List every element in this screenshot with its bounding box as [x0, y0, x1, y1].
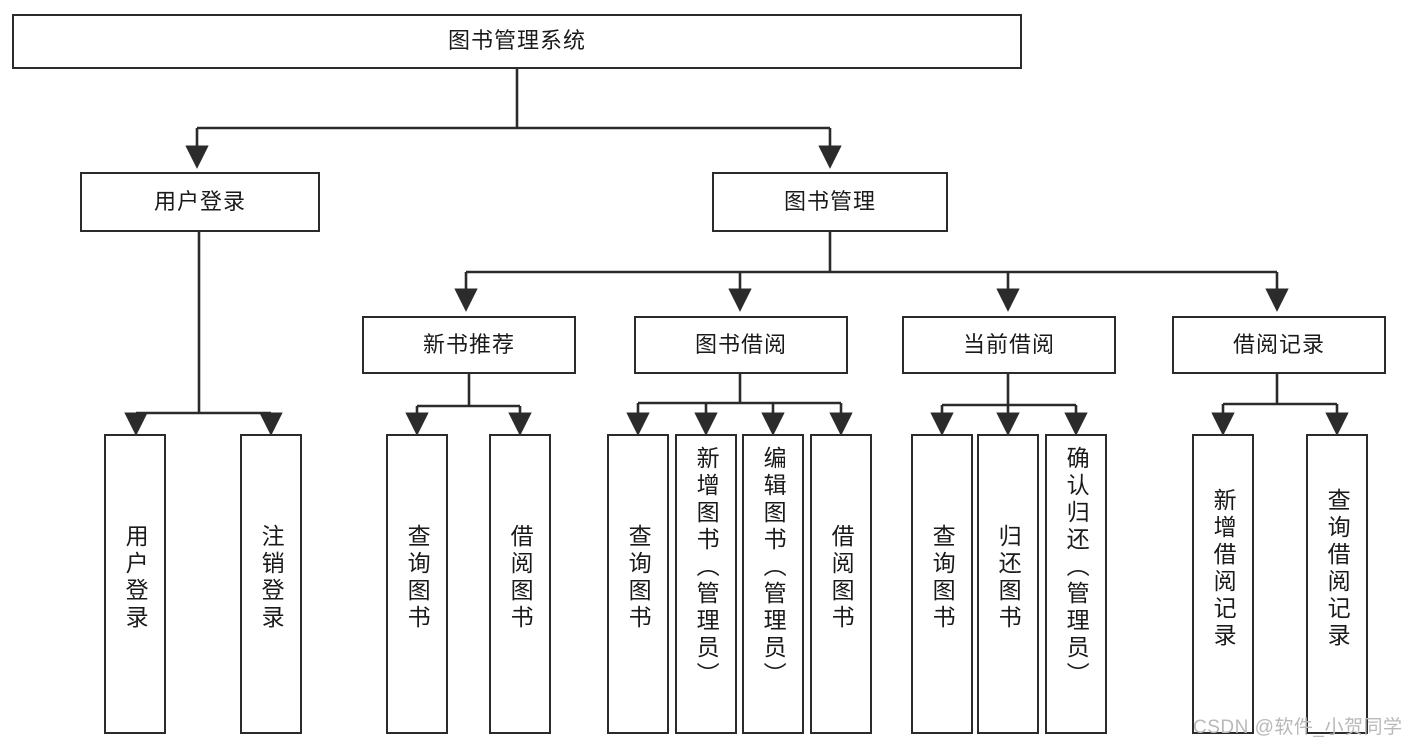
node-label: 查询图书 — [929, 524, 956, 632]
node-user-login[interactable]: 用户登录 — [80, 172, 320, 232]
node-label: 查询借阅记录 — [1324, 488, 1351, 650]
node-label: 查询图书 — [625, 524, 652, 632]
node-label: 图书借阅 — [694, 331, 787, 357]
leaf-add-borrow-record[interactable]: 新增借阅记录 — [1192, 434, 1254, 734]
leaf-return-book[interactable]: 归还图书 — [977, 434, 1039, 734]
leaf-confirm-return-admin[interactable]: 确认归还（管理员） — [1045, 434, 1107, 734]
node-label: 新书推荐 — [422, 331, 515, 357]
node-label: 新增借阅记录 — [1210, 488, 1237, 650]
leaf-user-logout[interactable]: 注销登录 — [240, 434, 302, 734]
leaf-edit-book-admin[interactable]: 编辑图书（管理员） — [742, 434, 804, 734]
node-label: 借阅图书 — [828, 524, 855, 632]
node-label: 注销登录 — [258, 524, 285, 632]
node-label: 图书管理 — [783, 188, 876, 214]
node-label: 查询图书 — [404, 524, 431, 632]
node-new-book-recommend[interactable]: 新书推荐 — [362, 316, 576, 374]
leaf-add-book-admin[interactable]: 新增图书（管理员） — [675, 434, 737, 734]
leaf-query-borrow-record[interactable]: 查询借阅记录 — [1306, 434, 1368, 734]
node-label: 借阅记录 — [1232, 331, 1325, 357]
node-label: 新增图书（管理员） — [693, 446, 720, 689]
leaf-query-book-recommend[interactable]: 查询图书 — [386, 434, 448, 734]
leaf-query-book-borrow[interactable]: 查询图书 — [607, 434, 669, 734]
node-label: 归还图书 — [995, 524, 1022, 632]
node-root-book-management-system[interactable]: 图书管理系统 — [12, 14, 1022, 69]
leaf-borrow-book-recommend[interactable]: 借阅图书 — [489, 434, 551, 734]
node-label: 当前借阅 — [962, 331, 1055, 357]
node-current-borrow[interactable]: 当前借阅 — [902, 316, 1116, 374]
leaf-query-book-current[interactable]: 查询图书 — [911, 434, 973, 734]
watermark-text: CSDN @软件_小贺同学 — [1193, 717, 1403, 738]
node-book-borrow[interactable]: 图书借阅 — [634, 316, 848, 374]
node-label: 用户登录 — [122, 524, 149, 632]
node-borrow-record[interactable]: 借阅记录 — [1172, 316, 1386, 374]
leaf-borrow-book[interactable]: 借阅图书 — [810, 434, 872, 734]
leaf-user-login[interactable]: 用户登录 — [104, 434, 166, 734]
node-label: 确认归还（管理员） — [1063, 446, 1090, 689]
node-book-management[interactable]: 图书管理 — [712, 172, 948, 232]
node-label: 图书管理系统 — [447, 28, 586, 54]
node-label: 借阅图书 — [507, 524, 534, 632]
node-label: 用户登录 — [153, 188, 246, 214]
node-label: 编辑图书（管理员） — [760, 446, 787, 689]
